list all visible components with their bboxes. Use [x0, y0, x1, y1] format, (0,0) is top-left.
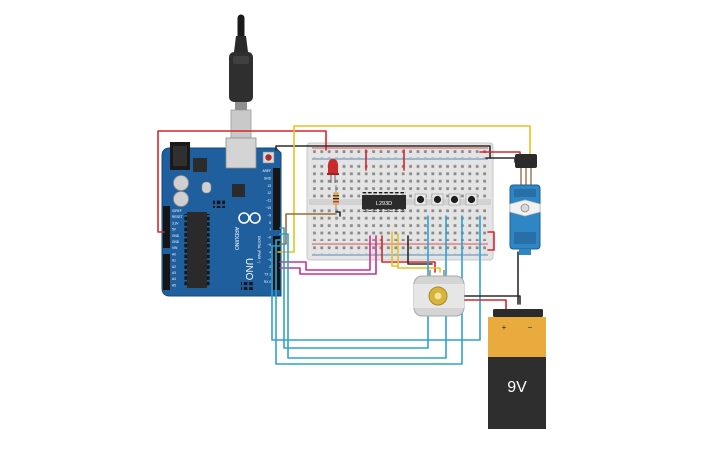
battery-clip: [493, 309, 543, 317]
digital-header-high[interactable]: [273, 168, 280, 230]
battery-icon[interactable]: + − 9V: [488, 309, 546, 429]
battery-minus-label: −: [528, 323, 533, 332]
right-header-labels: AREF GND 13 12 ~11 ~10 ~9 8 7 ~6 ~5 4 ~3 2 TX 1 RX 0: [262, 169, 271, 284]
pin-label: A1: [172, 259, 176, 263]
digital-header-label: DIGITAL (PWM ~): [257, 236, 261, 263]
pin-label: ~10: [266, 206, 272, 210]
board-brand-label: ARDUINO: [233, 227, 239, 250]
pin-label: AREF: [262, 169, 271, 173]
push-button[interactable]: [450, 195, 459, 204]
push-buttons[interactable]: [414, 193, 478, 206]
reset-button[interactable]: [265, 154, 272, 161]
pin-label: 13: [267, 184, 271, 188]
usb-cable-icon: [229, 14, 253, 139]
l293d-chip[interactable]: L293D: [362, 192, 406, 212]
pin-label: TX 1: [264, 273, 271, 277]
pin-label: A5: [172, 283, 176, 287]
arduino-logo-icon: [238, 212, 261, 224]
pin-label: GND: [172, 240, 180, 244]
pin-label: A3: [172, 271, 176, 275]
pin-label: A0: [172, 252, 176, 256]
arduino-uno-board[interactable]: UNO ARDUINO DIGITAL (PWM ~) IOREF RESET 3.…: [161, 137, 282, 297]
push-button[interactable]: [416, 195, 425, 204]
pin-label: GND: [264, 176, 272, 180]
pin-label: 5V: [172, 228, 177, 232]
pin-label: ~11: [266, 199, 271, 203]
atmega-chip: [187, 212, 207, 288]
pin-label: 7: [269, 228, 271, 232]
pin-label: RESET: [172, 215, 183, 219]
pin-label: 12: [267, 191, 271, 195]
push-button[interactable]: [433, 195, 442, 204]
pin-label: IOREF: [172, 209, 182, 213]
pin-label: VIN: [172, 246, 178, 250]
led-icon[interactable]: [327, 159, 339, 183]
servo-connector[interactable]: [515, 154, 537, 168]
pin-label: 8: [269, 221, 271, 225]
pin-label: ~3: [267, 258, 271, 262]
pin-label: 3.3V: [172, 221, 179, 225]
push-button[interactable]: [467, 195, 476, 204]
pin-label: GND: [172, 234, 180, 238]
battery-voltage-label: 9V: [507, 379, 527, 396]
dc-motor-icon[interactable]: [413, 270, 465, 317]
pin-label: A2: [172, 265, 176, 269]
pin-label: 4: [269, 250, 271, 254]
usb-socket: [225, 137, 257, 169]
analog-header[interactable]: [163, 254, 170, 290]
pin-label: ~5: [267, 243, 271, 247]
battery-plus-label: +: [502, 323, 507, 332]
pin-label: 2: [269, 265, 271, 269]
pin-label: ~9: [267, 213, 271, 217]
pin-label: ~6: [267, 236, 271, 240]
board-model-label: UNO: [243, 258, 254, 280]
pin-label: A4: [172, 277, 176, 281]
chip-label: L293D: [376, 201, 392, 207]
servo-icon[interactable]: [509, 154, 541, 255]
resistor-icon[interactable]: [333, 185, 339, 212]
pin-label: RX 0: [264, 280, 271, 284]
